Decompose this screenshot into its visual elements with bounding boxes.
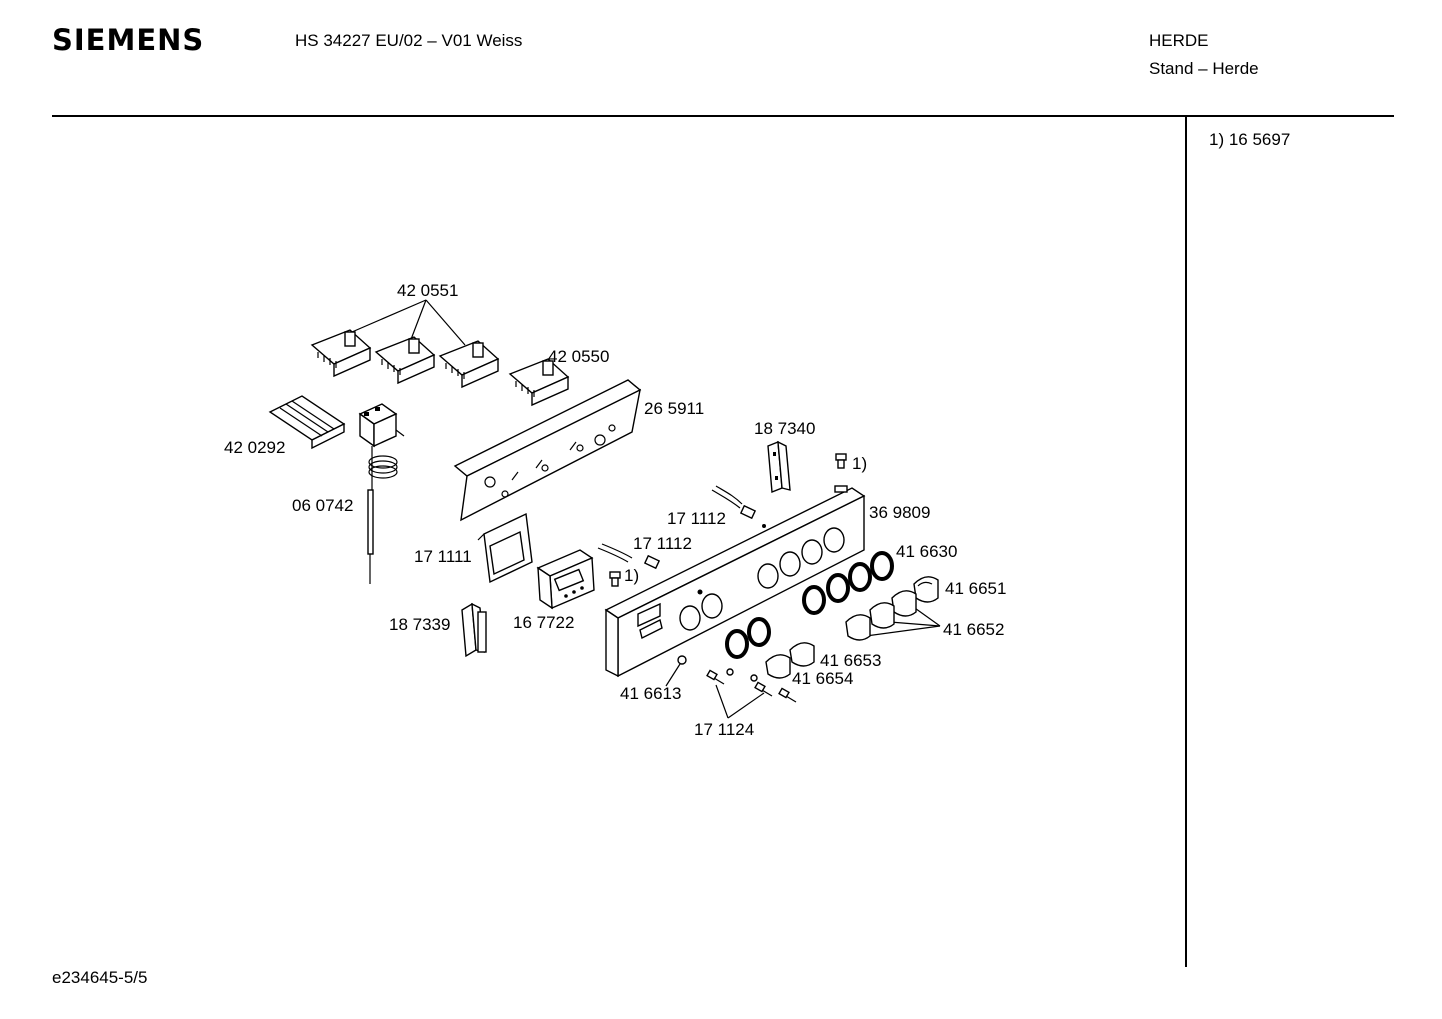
holder-171111: [477, 512, 533, 584]
lamp-holder-171112-a: [711, 485, 757, 520]
label-167722: 16 7722: [513, 613, 574, 632]
panel-display-window: [637, 602, 663, 640]
label-187339: 18 7339: [389, 615, 450, 634]
switch-block-420550: [508, 358, 570, 407]
appliance-category: HERDE: [1149, 31, 1209, 50]
knobs-416652: [845, 590, 917, 641]
knob-416653: [789, 642, 815, 667]
switch-block-420551-a: [310, 329, 372, 378]
label-369809: 36 9809: [869, 503, 930, 522]
bracket-187340: [767, 440, 791, 494]
label-ref1-top: 1): [852, 454, 867, 473]
siemens-logo: SIEMENS: [52, 23, 205, 57]
label-420292: 42 0292: [224, 438, 285, 457]
screws-171124: [706, 668, 797, 703]
label-171112-a: 17 1112: [667, 509, 726, 528]
label-ref1-mid: 1): [624, 566, 639, 585]
label-416630: 41 6630: [896, 542, 957, 561]
knob-416651: [913, 576, 939, 603]
bracket-187339: [461, 602, 487, 658]
label-171124: 17 1124: [694, 720, 754, 739]
knob-rings-lower: [725, 617, 771, 659]
terminal-block-420292: [268, 395, 346, 450]
leader-lines: [344, 299, 941, 719]
model-number: HS 34227 EU/02 – V01 Weiss: [295, 31, 523, 50]
label-416613: 41 6613: [620, 684, 681, 703]
label-265911: 26 5911: [644, 399, 704, 418]
knob-416654: [765, 654, 791, 679]
control-panel-369809: [604, 485, 866, 678]
appliance-subcategory: Stand – Herde: [1149, 59, 1259, 78]
switch-block-420551-c: [438, 340, 500, 389]
part-labels: 42 0551 42 0550 42 0292 26 5911 06 0742 …: [224, 281, 1006, 739]
label-171111: 17 1111: [414, 547, 472, 566]
thermostat-060742: [358, 403, 405, 584]
screw-mid: [609, 571, 621, 587]
timer-167722: [536, 549, 595, 610]
document-id: e234645-5/5: [52, 968, 148, 987]
label-187340: 18 7340: [754, 419, 815, 438]
label-420550: 42 0550: [548, 347, 609, 366]
label-416652: 41 6652: [943, 620, 1004, 639]
header-divider: [52, 115, 1394, 117]
label-060742: 06 0742: [292, 496, 353, 515]
notes-column-divider: [1185, 117, 1187, 967]
label-171112-b: 17 1112: [633, 534, 692, 553]
label-420551: 42 0551: [397, 281, 458, 300]
knob-rings-416630: [802, 551, 894, 615]
rear-panel-265911: [453, 379, 642, 522]
button-416613: [677, 655, 687, 665]
screw-top: [835, 453, 847, 469]
footnote-1: 1) 16 5697: [1209, 130, 1291, 149]
label-416654: 41 6654: [792, 669, 853, 688]
label-416651: 41 6651: [945, 579, 1006, 598]
lamp-holder-171112-b: [597, 543, 661, 570]
label-416653: 41 6653: [820, 651, 881, 670]
switch-block-420551-b: [374, 336, 436, 385]
